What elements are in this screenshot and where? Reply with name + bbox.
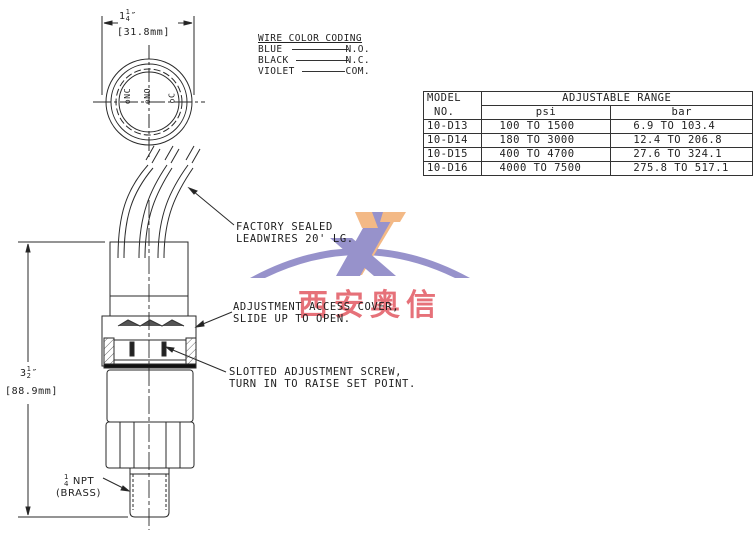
npt-thread	[129, 468, 170, 518]
npt-material: (BRASS)	[56, 488, 101, 499]
pin-no-label: oNO	[143, 87, 153, 105]
frac-num: 1	[64, 473, 70, 481]
top-width-dimension	[101, 16, 195, 95]
cover-callout-line2: SLIDE UP TO OPEN.	[233, 313, 351, 325]
wire-terminal: N.O.	[345, 44, 370, 55]
wire-line	[296, 60, 348, 61]
table-subheader-row: NO. psi bar	[423, 105, 753, 120]
height-mm: [88.9mm]	[5, 386, 58, 397]
top-width-whole: 1	[119, 11, 126, 22]
pin-c-text: C	[167, 92, 177, 98]
table-row: 10-D13 100 TO 1500 6.9 TO 103.4	[423, 119, 753, 134]
wire-line	[302, 71, 345, 72]
top-width-mm: [31.8mm]	[117, 27, 170, 38]
wire-color-coding: WIRE COLOR CODING BLUE N.O. BLACK N.C. V…	[258, 33, 370, 77]
psi-cell: 400 TO 4700	[480, 147, 612, 162]
frac-den: 4	[64, 480, 70, 488]
wire-color-coding-title: WIRE COLOR CODING	[258, 33, 363, 44]
bar-cell: 27.6 TO 324.1	[610, 147, 753, 162]
wire-terminal: N.C.	[345, 55, 370, 66]
frac-num: 1	[125, 8, 131, 16]
header-psi: psi	[480, 105, 612, 120]
wire-color: BLACK	[258, 55, 289, 66]
header-bar: bar	[610, 105, 753, 120]
hex-fitting	[105, 421, 195, 469]
npt-text: NPT	[72, 476, 95, 487]
pin-no-text: NO	[143, 87, 153, 99]
model-cell: 10-D15	[423, 147, 482, 162]
header-model: MODEL	[423, 91, 482, 106]
wire-line	[292, 49, 348, 50]
header-model-no: NO.	[423, 105, 482, 120]
frac-num: 1	[26, 365, 32, 373]
wire-color: BLUE	[258, 44, 283, 55]
table-header-row: MODEL ADJUSTABLE RANGE	[423, 91, 753, 106]
height-whole: 3	[20, 368, 27, 379]
switch-body	[106, 369, 194, 423]
psi-cell: 4000 TO 7500	[480, 161, 612, 176]
frac-den: 4	[125, 15, 131, 23]
leadwires	[117, 145, 201, 259]
table-row: 10-D14 180 TO 3000 12.4 TO 206.8	[423, 133, 753, 148]
wire-terminal: COM.	[345, 66, 370, 77]
bar-cell: 12.4 TO 206.8	[610, 133, 753, 148]
model-cell: 10-D13	[423, 119, 482, 134]
table-row: 10-D15 400 TO 4700 27.6 TO 324.1	[423, 147, 753, 162]
bar-cell: 275.8 TO 517.1	[610, 161, 753, 176]
psi-cell: 180 TO 3000	[480, 133, 612, 148]
wire-row-violet: VIOLET COM.	[258, 66, 370, 77]
adjustable-range-table: MODEL ADJUSTABLE RANGE NO. psi bar 10-D1…	[423, 91, 753, 176]
bar-cell: 6.9 TO 103.4	[610, 119, 753, 134]
psi-cell: 100 TO 1500	[480, 119, 612, 134]
model-cell: 10-D14	[423, 133, 482, 148]
screw-callout-line1: SLOTTED ADJUSTMENT SCREW,	[229, 366, 403, 378]
cover-callout-line1: ADJUSTMENT ACCESS COVER,	[233, 301, 400, 313]
watermark-logo	[250, 212, 470, 278]
pin-c-label: oC	[167, 92, 177, 104]
screw-callout-line2: TURN IN TO RAISE SET POINT.	[229, 378, 416, 390]
leadwires-callout-line1: FACTORY SEALED	[236, 221, 333, 233]
height-dimension	[18, 241, 128, 518]
pin-nc-text: NC	[123, 87, 133, 99]
wire-row-black: BLACK N.C.	[258, 55, 370, 66]
frac-den: 2	[26, 372, 32, 380]
wire-row-blue: BLUE N.O.	[258, 44, 370, 55]
model-cell: 10-D16	[423, 161, 482, 176]
connector-end-view	[93, 45, 205, 158]
wire-color: VIOLET	[258, 66, 295, 77]
watermark-text: 西安奥信	[298, 288, 442, 323]
leadwires-callout-line2: LEADWIRES 20' LG.	[236, 233, 354, 245]
pin-nc-label: oNC	[123, 87, 133, 105]
table-row: 10-D16 4000 TO 7500 275.8 TO 517.1	[423, 161, 753, 176]
header-adjustable-range: ADJUSTABLE RANGE	[480, 91, 753, 106]
